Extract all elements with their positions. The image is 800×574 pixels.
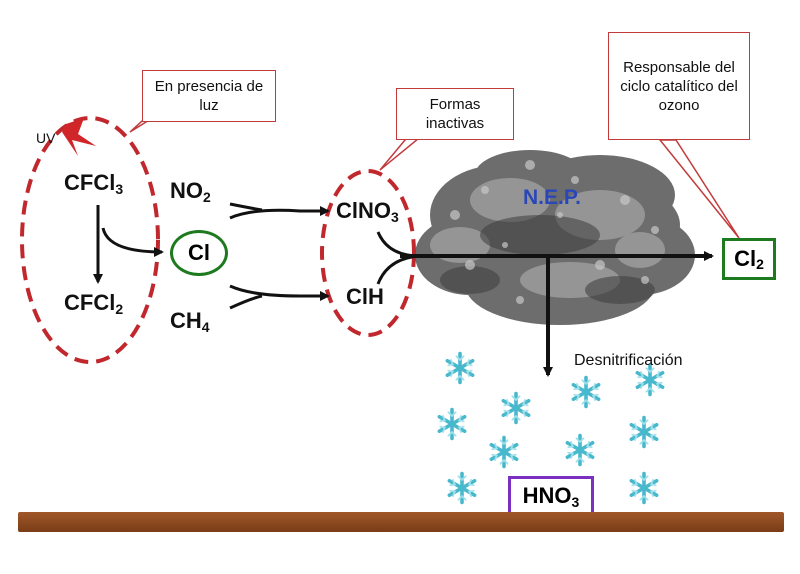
snowflake-icon [565,433,595,467]
cloud-icon [415,150,695,325]
dashed-ellipse-cfcl [20,116,160,364]
snowflake-icon [629,471,659,505]
species-base: CFCl [64,290,116,315]
callout-en-presencia-de-luz: En presencia de luz [142,70,276,122]
species-base: CH [170,308,202,333]
species-base: Cl [734,246,757,271]
species-cfcl3: CFCl3 [64,170,123,197]
snowflake-icon [489,435,519,469]
callout-formas-inactivas: Formas inactivas [396,88,514,140]
reaction-arrows [93,202,714,377]
snowflake-icon [571,375,601,409]
callout-pointer-responsable [658,139,740,239]
callout-text: Formas inactivas [425,96,485,132]
species-cfcl2: CFCl2 [64,290,123,317]
species-base: CFCl [64,170,116,195]
callout-responsable: Responsable del ciclo catalítico del ozo… [608,32,750,140]
species-base: ClNO [336,198,391,223]
cloud-label: N.E.P. [523,186,581,209]
species-sub: 3 [115,181,124,197]
species-base: HNO [522,483,572,508]
species-cl: Cl [188,240,210,265]
species-sub: 2 [203,189,211,205]
lightning-icon [62,118,96,156]
species-sub: 2 [756,256,764,272]
species-base: NO [170,178,203,203]
species-clno3: ClNO3 [336,198,399,225]
species-clh: ClH [346,284,384,309]
snowflake-icon [501,391,531,425]
species-ch4: CH4 [170,308,210,335]
species-sub: 3 [571,494,580,510]
snowflake-icon [445,351,475,385]
uv-label: UV [36,130,56,146]
snowflake-icon [437,407,467,441]
ground-bar [18,512,784,532]
dashed-ellipse-inactive [320,169,416,337]
process-label: Desnitrificación [574,352,683,369]
species-no2: NO2 [170,178,211,205]
callout-text: En presencia de luz [154,78,264,114]
snowflake-icon [447,471,477,505]
snowflake-icon [629,415,659,449]
callout-text: Responsable del ciclo catalítico del ozo… [620,58,738,114]
species-sub: 2 [115,301,124,317]
cl-radical-circle: Cl [170,230,228,276]
species-sub: 4 [201,319,210,335]
species-sub: 3 [391,209,399,225]
